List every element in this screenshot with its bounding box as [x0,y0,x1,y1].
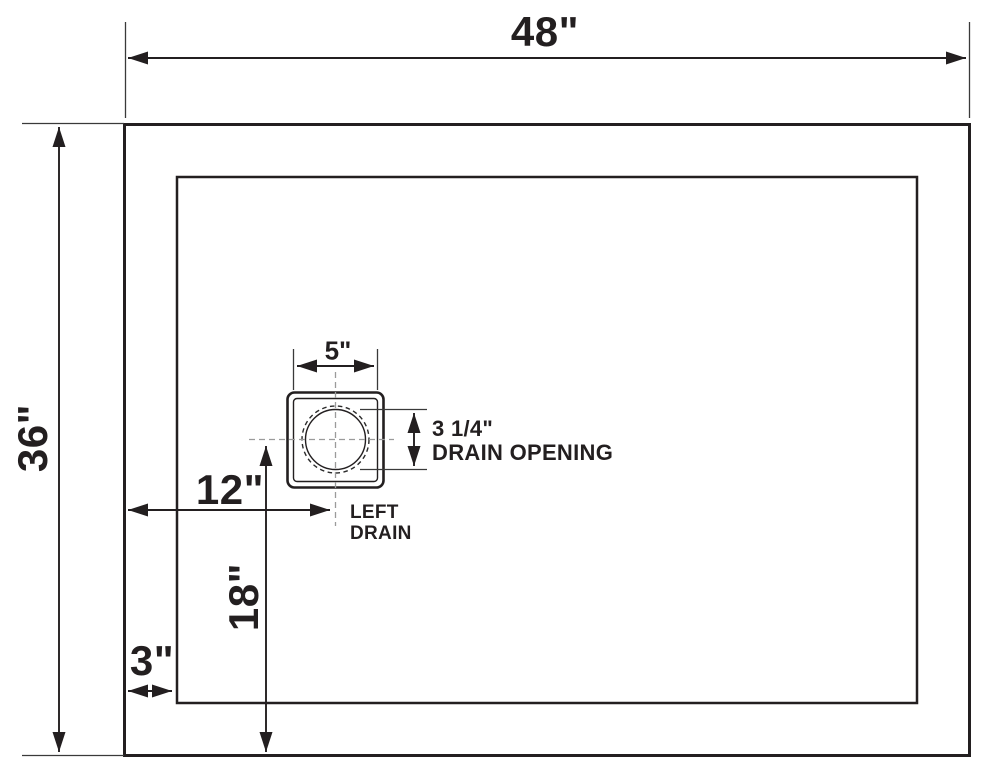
dimension-lines [52,51,966,752]
drain-opening-size-label: 3 1/4" [432,416,494,441]
drain-centerlines [249,372,394,526]
overall-depth-label: 36" [9,403,56,473]
drain-bottom-offset-label: 18" [220,562,267,632]
overall-width-label: 48" [510,8,580,55]
drain-opening-caption-label: DRAIN OPENING [432,440,614,465]
drain-opening-circle [304,408,367,471]
drain-left-offset-label: 12" [195,466,265,513]
drain-position-line2: DRAIN [350,523,412,544]
drain-flange-width-label: 5" [324,335,352,366]
drain-opening-callout: 3 1/4"DRAIN OPENING [432,417,613,465]
edge-border-label: 3" [129,637,175,684]
inner-basin-outline [175,175,919,705]
extension-lines [22,22,971,757]
drain-position-line1: LEFT [350,502,399,523]
